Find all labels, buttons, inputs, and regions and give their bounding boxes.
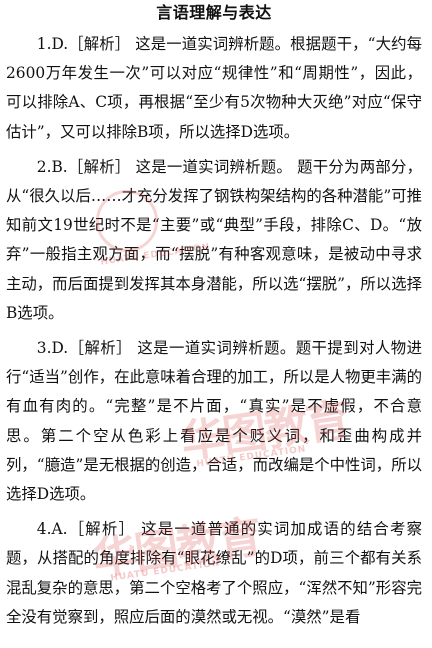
answer-paragraph-1: 1.D.［解析］ 这是一道实词辨析题。根据题干，“大约每2600万年发生一次”可… [6, 35, 422, 141]
answer-paragraph-3: 3.D.［解析］ 这是一道实词辨析题。题干提到对人物进行“适当”创作，在此意味着… [6, 339, 422, 504]
page-title: 言语理解与表达 [156, 3, 272, 22]
answer-paragraph-4: 4.A.［解析］ 这是一道普通的实词加成语的结合考察题，从搭配的角度排除有“眼花… [6, 520, 422, 626]
answer-paragraph-2: 2.B.［解析］ 这是一道实词辨析题。 题干分为两部分，从“很久以后……才充分发… [6, 157, 422, 322]
